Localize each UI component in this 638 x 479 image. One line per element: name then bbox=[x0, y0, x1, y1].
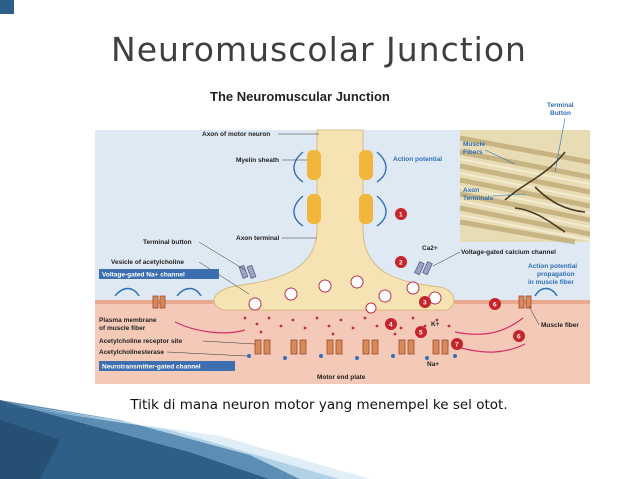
label-plasma-membrane-1: Plasma membrane bbox=[99, 317, 157, 324]
step-6b: 6 bbox=[517, 334, 521, 341]
label-voltage-gated-na: Voltage-gated Na+ channel bbox=[102, 272, 185, 279]
label-ap-propagation-1: Action potential bbox=[528, 263, 577, 270]
figure-title: The Neuromuscular Junction bbox=[210, 89, 390, 104]
calcium-channels bbox=[238, 261, 433, 279]
step-2: 2 bbox=[399, 260, 403, 267]
label-voltage-gated-ca: Voltage-gated calcium channel bbox=[461, 249, 556, 256]
step-3: 3 bbox=[423, 300, 427, 307]
inset-axon-label-1: Axon bbox=[463, 187, 479, 194]
label-ach-receptor-site: Acetylcholine receptor site bbox=[99, 338, 182, 345]
label-neurotransmitter-gated: Neurotransmitter-gated channel bbox=[102, 364, 201, 371]
inset-terminal-label-2: Button bbox=[550, 110, 571, 117]
step-1: 1 bbox=[399, 212, 403, 219]
myelin-sheath bbox=[307, 150, 373, 224]
label-k-ion: K+ bbox=[431, 321, 440, 328]
label-ap-propagation-2: propagation bbox=[537, 271, 575, 278]
slide-caption: Titik di mana neuron motor yang menempel… bbox=[130, 397, 508, 413]
label-na-ion: Na+ bbox=[427, 361, 439, 368]
step-5: 5 bbox=[419, 330, 423, 337]
slide-bullet-marker bbox=[0, 0, 14, 14]
label-motor-end-plate: Motor end plate bbox=[317, 374, 366, 381]
label-vesicle: Vesicle of acetylcholine bbox=[111, 259, 184, 266]
step-4: 4 bbox=[389, 322, 393, 329]
label-axon-motor-neuron: Axon of motor neuron bbox=[202, 131, 270, 138]
inset-muscle-label-2: Fibers bbox=[463, 149, 483, 156]
label-muscle-fiber: Muscle fiber bbox=[541, 322, 579, 329]
label-terminal-button: Terminal button bbox=[143, 239, 192, 246]
inset-muscle-label-1: Muscle bbox=[463, 141, 485, 148]
label-axon-terminal: Axon terminal bbox=[236, 235, 280, 242]
slide-title: Neuromuscolar Junction bbox=[111, 30, 527, 69]
step-7: 7 bbox=[455, 342, 459, 349]
label-myelin-sheath: Myelin sheath bbox=[236, 157, 279, 164]
label-ca-ion: Ca2+ bbox=[422, 245, 438, 252]
label-action-potential: Action potential bbox=[393, 156, 442, 163]
step-badges: 1 2 3 4 5 6 6 7 bbox=[385, 208, 525, 350]
label-ap-propagation-3: in muscle fiber bbox=[528, 279, 574, 286]
step-6a: 6 bbox=[493, 302, 497, 309]
inset-terminal-label-1: Terminal bbox=[547, 102, 574, 109]
ach-receptor-channels bbox=[254, 339, 449, 355]
muscle-micrograph-inset bbox=[459, 130, 590, 245]
label-acetylcholinesterase: Acetylcholinesterase bbox=[99, 349, 164, 356]
neuromuscular-junction-figure: The Neuromuscular Junction Terminal Butt… bbox=[95, 82, 590, 384]
axon-terminal-shape bbox=[213, 129, 455, 311]
voltage-gated-na-channels bbox=[152, 295, 532, 309]
acetylcholine-molecules bbox=[243, 316, 451, 336]
acetylcholine-vesicles bbox=[248, 275, 442, 314]
inset-axon-label-2: Terminals bbox=[463, 195, 494, 202]
label-plasma-membrane-2: of muscle fiber bbox=[99, 325, 146, 332]
